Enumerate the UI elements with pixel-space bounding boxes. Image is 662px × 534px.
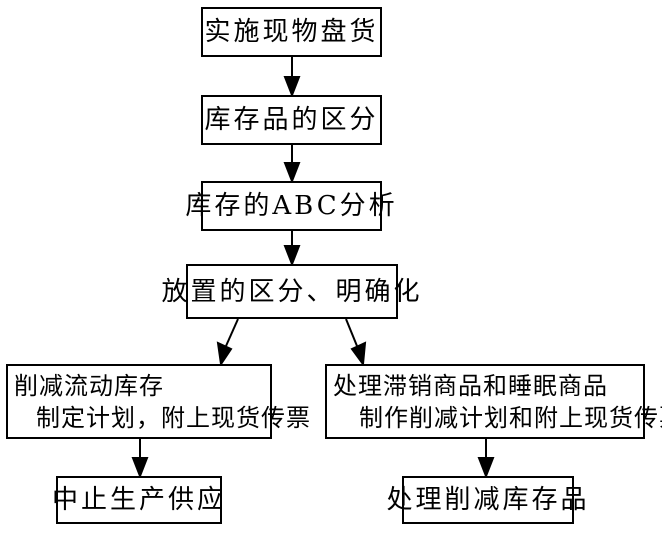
arrow-step4-left-line (225, 318, 239, 347)
right-branch-line-2: 制作削减计划和附上现货传票 (359, 403, 662, 432)
right-branch-box: 处理滞销商品和睡眠商品 制作削减计划和附上现货传票 (325, 364, 662, 439)
step-2-label: 库存品的区分 (204, 105, 379, 135)
right-result-label: 处理削减库存品 (386, 485, 590, 515)
step-4-box: 放置的区分、明确化 (162, 264, 420, 319)
step-1-label: 实施现物盘货 (204, 17, 379, 47)
arrow-step3-step4-head (283, 245, 301, 267)
left-branch-line-2: 制定计划，附上现货传票 (36, 403, 311, 432)
arrow-right-result-head (477, 457, 495, 479)
step-3-label: 库存的ABC分析 (185, 191, 398, 221)
step-3-box: 库存的ABC分析 (185, 181, 395, 231)
arrow-step4-right-head (350, 341, 367, 367)
arrow-step2-step3-head (283, 162, 301, 184)
right-result-box: 处理削减库存品 (387, 476, 587, 524)
arrow-step1-step2-head (283, 76, 301, 98)
step-4-label: 放置的区分、明确化 (161, 276, 423, 307)
left-result-box: 中止生产供应 (52, 476, 223, 524)
arrow-step4-right-line (345, 318, 358, 347)
step-2-box: 库存品的区分 (201, 95, 382, 145)
left-branch-box: 削减流动库存 制定计划，附上现货传票 (6, 364, 310, 439)
step-1-box: 实施现物盘货 (201, 7, 382, 57)
arrow-step4-left-head (216, 341, 233, 367)
left-result-label: 中止生产供应 (52, 485, 227, 515)
arrow-left-result-head (131, 457, 149, 479)
left-branch-line-1: 削减流动库存 (14, 371, 164, 400)
right-branch-line-1: 处理滞销商品和睡眠商品 (333, 371, 608, 400)
